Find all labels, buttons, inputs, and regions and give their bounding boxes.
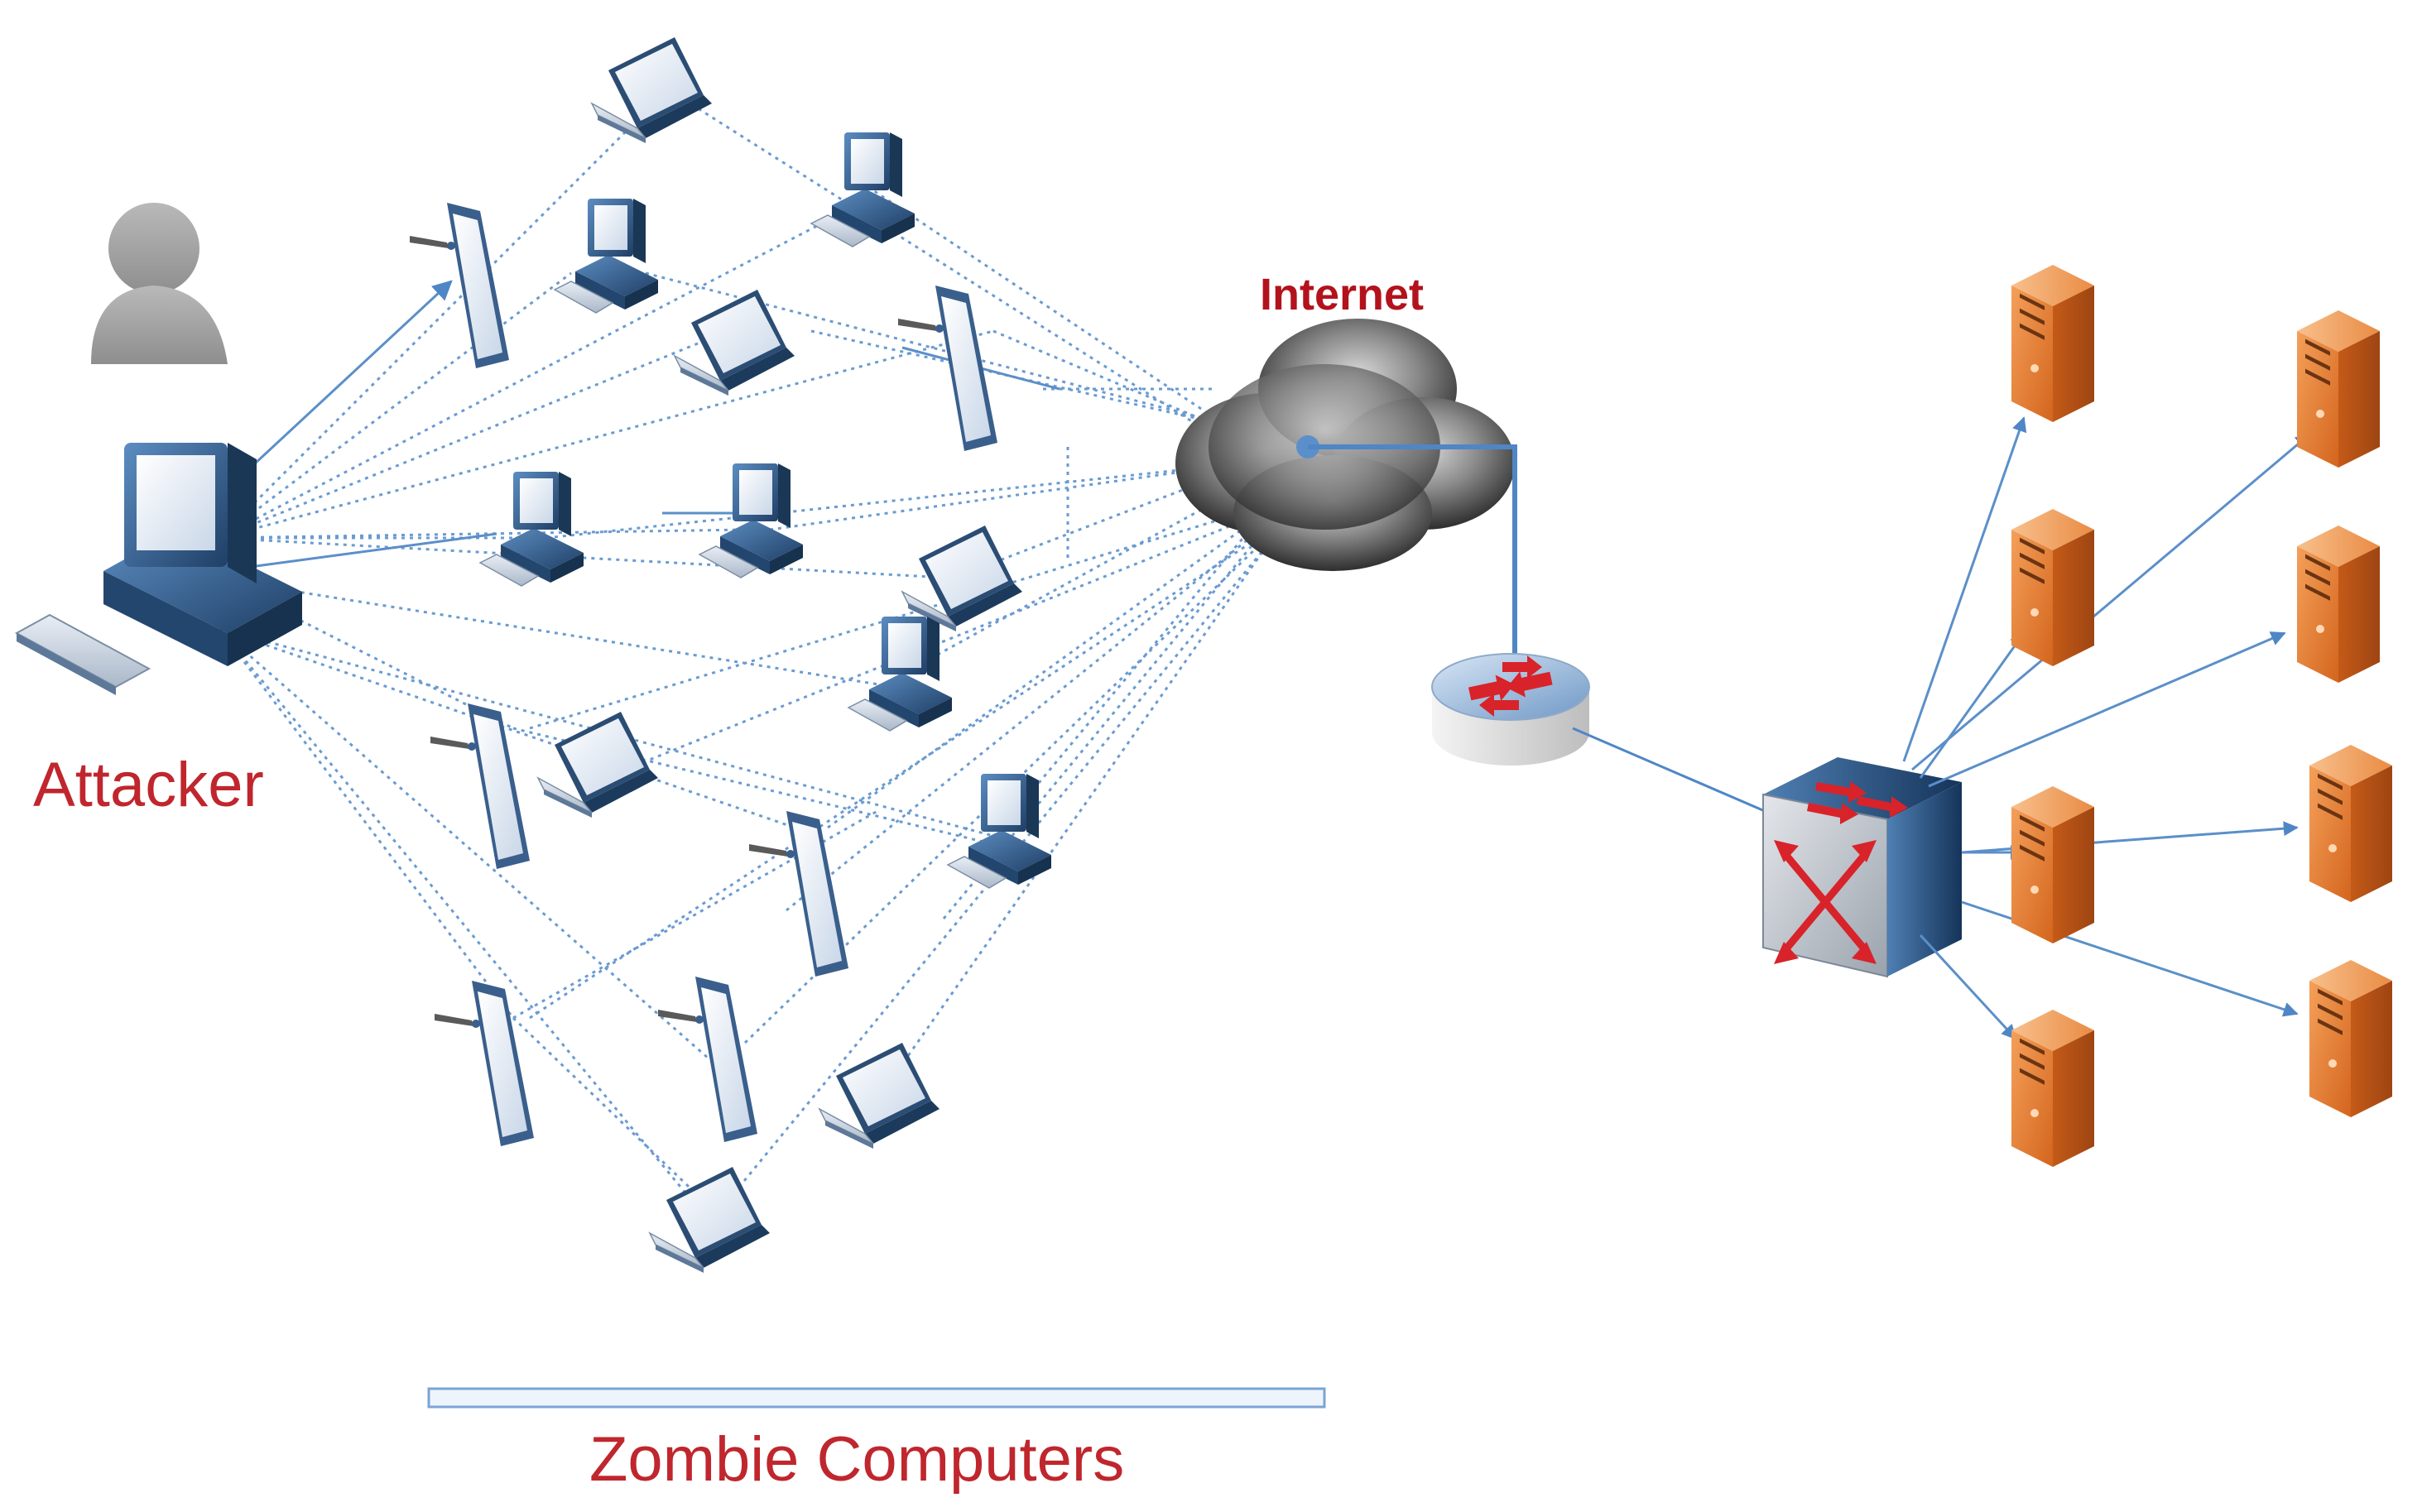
- cloud-icon: [1175, 319, 1515, 571]
- laptop-icon: [591, 36, 713, 144]
- internet-label: Internet: [1260, 270, 1425, 319]
- router-icon: [1431, 653, 1590, 766]
- server-tower-icon: [2309, 960, 2392, 1117]
- laptop-icon: [901, 525, 1023, 632]
- switch-to-server-links: [1902, 416, 2311, 1040]
- server-tower-icon: [2297, 310, 2380, 468]
- server-tower-icon: [2297, 526, 2380, 683]
- server-tower-icon: [2011, 786, 2094, 943]
- tablet-with-stylus-icon: [898, 286, 997, 451]
- tablet-with-stylus-icon: [435, 981, 534, 1146]
- zombie-computers-group: [410, 36, 1052, 1274]
- attacker-label: Attacker: [33, 750, 264, 820]
- network-switch-icon: [1762, 757, 1962, 978]
- tablet-with-stylus-icon: [658, 977, 757, 1142]
- desktop-computer-icon: [947, 773, 1052, 889]
- zombie-computers-label: Zombie Computers: [589, 1424, 1125, 1495]
- tablet-with-stylus-icon: [410, 203, 509, 368]
- laptop-icon: [537, 711, 659, 818]
- target-servers-group: [2011, 265, 2392, 1167]
- server-tower-icon: [2011, 509, 2094, 666]
- desktop-computer-icon: [479, 471, 584, 587]
- attacker-desktop-computer-icon: [14, 443, 302, 695]
- internet-to-router-link: [1308, 444, 1517, 654]
- desktop-computer-icon: [848, 616, 953, 732]
- server-tower-icon: [2309, 745, 2392, 902]
- laptop-icon: [819, 1042, 940, 1150]
- person-silhouette-icon: [91, 203, 228, 364]
- laptop-icon: [649, 1166, 771, 1274]
- laptop-icon: [674, 289, 795, 396]
- desktop-computer-icon: [554, 198, 659, 314]
- server-tower-icon: [2011, 1010, 2094, 1167]
- desktop-computer-icon: [699, 463, 804, 578]
- router-to-switch-link: [1572, 727, 1786, 822]
- server-tower-icon: [2011, 265, 2094, 422]
- zombie-group-bracket: [427, 1387, 1326, 1409]
- tablet-with-stylus-icon: [749, 811, 848, 977]
